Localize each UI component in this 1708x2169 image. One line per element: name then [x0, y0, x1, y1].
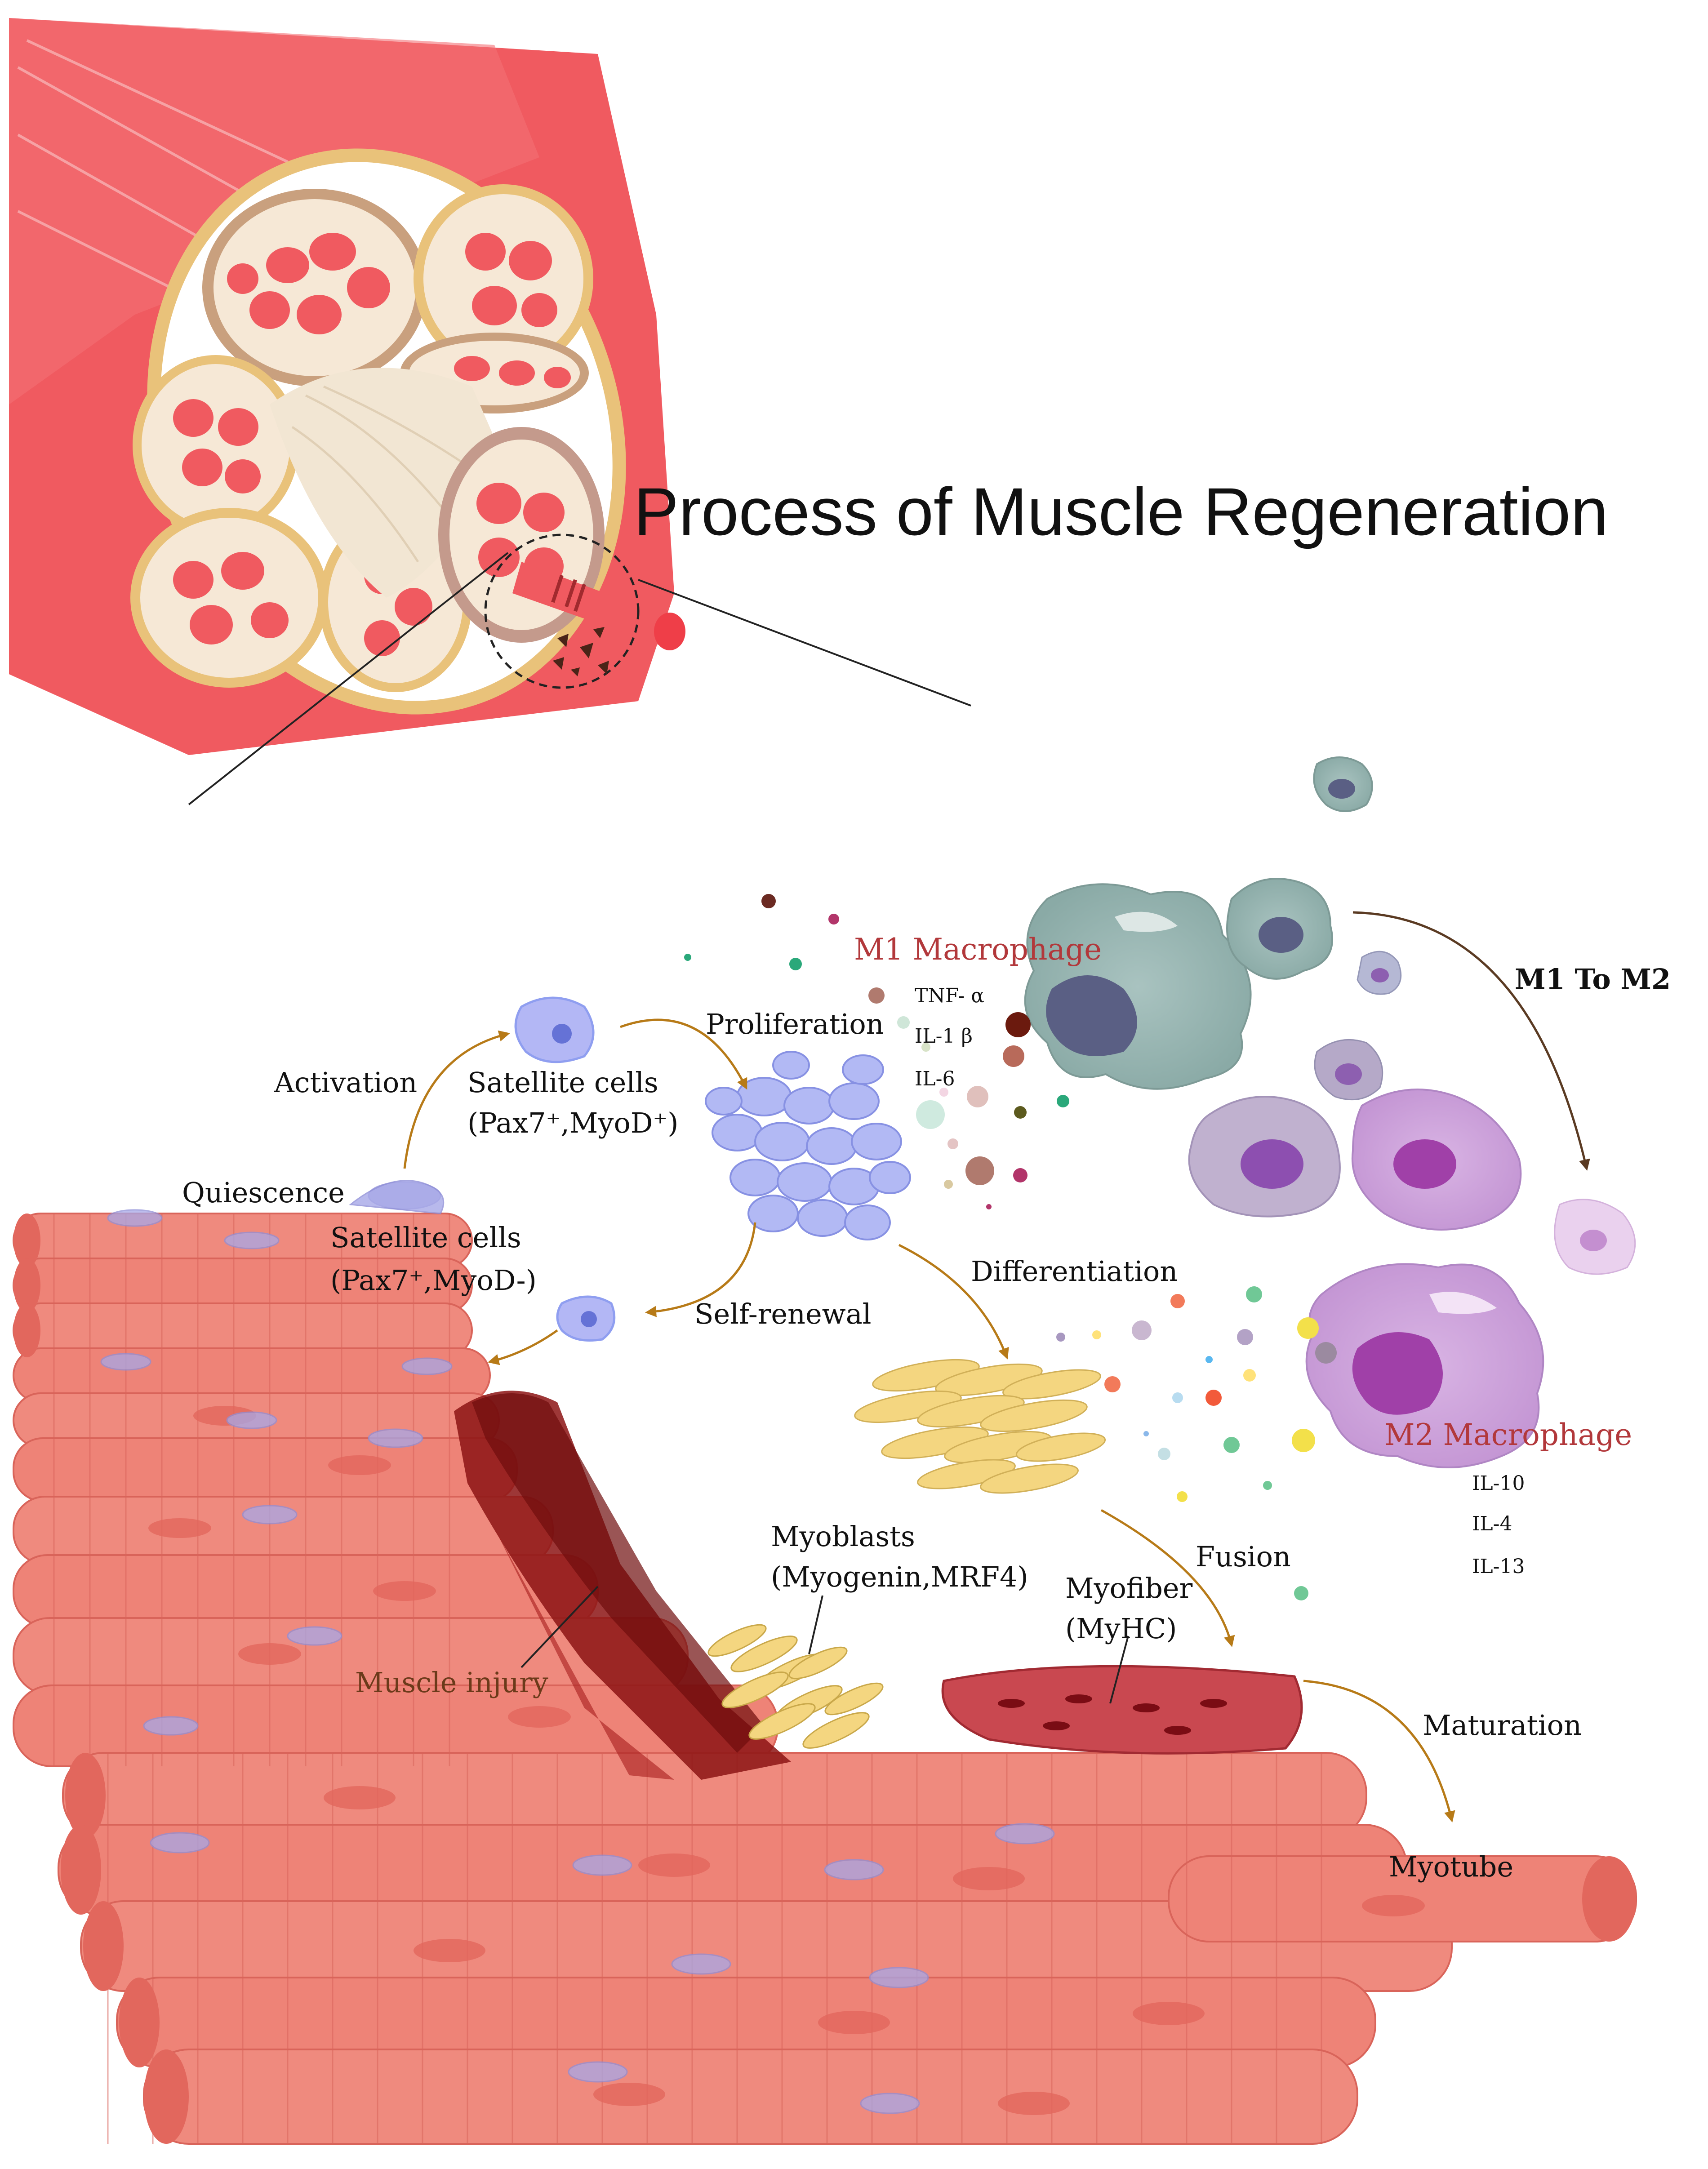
fusion-label: Fusion	[1196, 1540, 1291, 1573]
m2-macrophage-medium	[1351, 1089, 1522, 1231]
return-arrow	[488, 1329, 558, 1365]
fascicle-2	[414, 184, 593, 373]
myotube-label: Myotube	[1389, 1850, 1513, 1883]
m1-macrophage-label: M1 Macrophage	[854, 932, 1102, 967]
m1-macrophage-large	[1024, 883, 1252, 1090]
maturation-arrow	[1303, 1680, 1455, 1822]
satellite-active-label-line2: (Pax7⁺,MyoD⁺)	[467, 1107, 678, 1139]
magnifier-circle	[484, 533, 640, 689]
debris	[553, 627, 609, 676]
muscle-injury-area	[454, 1391, 791, 1780]
myofiber-pointer	[1109, 1636, 1129, 1704]
m2-cytokine-1: IL-10	[1472, 1472, 1525, 1495]
fiber-end-caps	[13, 1213, 189, 2144]
fascicle-4	[133, 355, 299, 535]
myonuclei	[148, 1406, 1425, 2115]
muscle-fiber-bed	[13, 1180, 1637, 2145]
fiber-stack-lower	[58, 1752, 1637, 2145]
m2-macrophage-small-right	[1554, 1199, 1636, 1275]
m1-cytokine-3: IL-6	[915, 1067, 955, 1090]
satellite-active-label-line1: Satellite cells	[467, 1066, 658, 1099]
activation-label: Activation	[274, 1066, 417, 1099]
satellite-quiescent-label-line1: Satellite cells	[330, 1221, 521, 1254]
myofiber-label-line2: (MyHC)	[1065, 1612, 1177, 1645]
injury-pointer	[520, 1586, 599, 1668]
proliferation-arrow	[620, 1018, 747, 1090]
proliferating-cells-cluster	[705, 1051, 911, 1240]
cytokine-particles	[684, 894, 1337, 1600]
damaged-fiber	[512, 562, 685, 650]
page-title: Process of Muscle Regeneration	[634, 474, 1608, 549]
transitioning-macrophage-medium	[1314, 1039, 1383, 1101]
zoom-line-right	[638, 579, 971, 707]
m2-cytokine-2: IL-4	[1472, 1512, 1512, 1535]
m2-macrophage-large	[1305, 1263, 1544, 1468]
satellite-cell-activated	[514, 996, 595, 1063]
m1-macrophage-small-top	[1313, 756, 1373, 812]
m1-to-m2-arrow	[1352, 911, 1590, 1171]
differentiation-label: Differentiation	[971, 1255, 1178, 1288]
diagram-labels: Activation Satellite cells (Pax7⁺,MyoD⁺)…	[182, 932, 1671, 1883]
muscle-striations	[17, 39, 289, 298]
quiescent-satellite-cell	[349, 1180, 445, 1214]
fascicle-5	[130, 508, 328, 688]
myofiber-label-line1: Myofiber	[1065, 1572, 1193, 1605]
m1-cytokine-2: IL-1 β	[915, 1025, 973, 1048]
differentiation-arrow	[898, 1244, 1009, 1360]
quiescence-label: Quiescence	[182, 1176, 345, 1209]
tendon-striations	[291, 385, 477, 563]
satellite-quiescent-label-line2: (Pax7⁺,MyoD-)	[330, 1264, 537, 1297]
process-arrows	[403, 911, 1590, 1822]
m1-to-m2-label: M1 To M2	[1515, 963, 1671, 996]
maturation-label: Maturation	[1423, 1709, 1582, 1742]
m1-macrophage-medium	[1226, 878, 1333, 980]
m1-cytokine-1: TNF- α	[915, 984, 984, 1007]
myoblasts-label-line2: (Myogenin,MRF4)	[771, 1560, 1028, 1593]
proliferation-label: Proliferation	[706, 1008, 884, 1040]
myoblasts-cluster-injury	[707, 1624, 884, 1749]
muscle-injury-label: Muscle injury	[355, 1666, 548, 1699]
self-renewal-label: Self-renewal	[694, 1298, 872, 1330]
myoblasts-differentiated	[854, 1359, 1106, 1494]
myoblasts-pointer	[808, 1595, 823, 1654]
muscle-cross-section	[9, 18, 971, 805]
fascicle-1	[202, 189, 427, 387]
satellite-cell-self-renewed	[556, 1295, 616, 1342]
fusion-arrow	[1100, 1509, 1235, 1647]
self-renewal-arrow	[645, 1222, 756, 1317]
label-pointers	[520, 1586, 1129, 1704]
activation-arrow	[403, 1030, 510, 1169]
zoom-line-left	[188, 552, 509, 805]
m2-macrophage-label: M2 Macrophage	[1384, 1418, 1632, 1452]
new-myofiber	[941, 1665, 1303, 1755]
myoblasts-label-line1: Myoblasts	[771, 1520, 915, 1553]
transitioning-macrophage-left	[1188, 1096, 1341, 1218]
m2-cytokine-3: IL-13	[1472, 1555, 1525, 1578]
transitioning-macrophage-small	[1357, 951, 1402, 995]
